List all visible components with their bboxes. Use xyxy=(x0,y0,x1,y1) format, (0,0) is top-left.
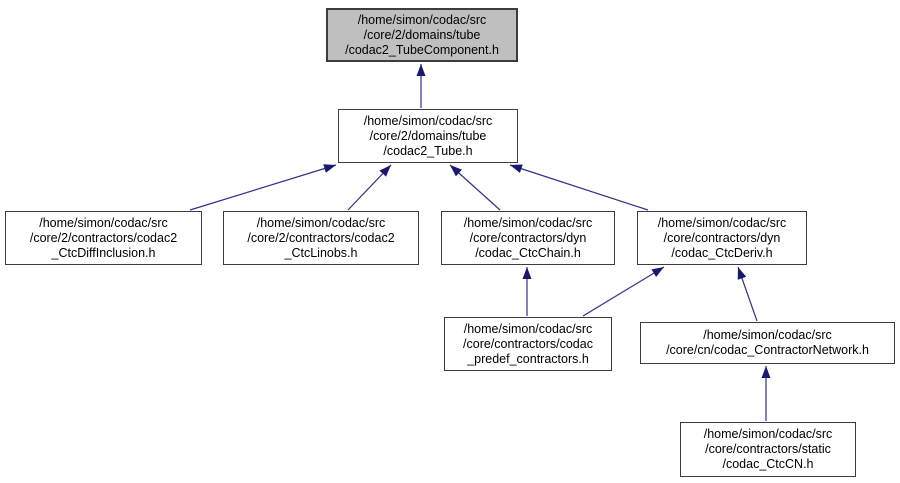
node-label-line: _CtcDiffInclusion.h xyxy=(51,245,156,260)
edge-linobs-to-tube xyxy=(347,164,392,211)
node-label-line: /home/simon/codac/src xyxy=(463,215,593,230)
node-label-line: /home/simon/codac/src xyxy=(703,427,833,441)
node-label-line: /codac2_TubeComponent.h xyxy=(345,42,499,57)
node-codac-ctcchain[interactable]: /home/simon/codac/src /core/contractors/… xyxy=(441,211,615,265)
node-label-line: /core/2/domains/tube xyxy=(369,128,487,143)
node-label-line: /core/2/contractors/codac2 xyxy=(247,230,395,245)
node-codac-predef-contractors[interactable]: /home/simon/codac/src /core/contractors/… xyxy=(444,317,612,371)
node-codac2-ctcdiffinclusion[interactable]: /home/simon/codac/src /core/2/contractor… xyxy=(5,211,202,265)
node-label-line: /core/2/contractors/codac2 xyxy=(29,230,178,245)
node-codac2-tubecomponent[interactable]: /home/simon/codac/src /core/2/domains/tu… xyxy=(326,8,518,62)
edge-network-to-ctcderiv xyxy=(737,266,758,322)
node-label-line: /core/contractors/codac xyxy=(463,336,593,351)
node-label-line: /home/simon/codac/src xyxy=(703,328,832,342)
node-label-line: /core/contractors/dyn xyxy=(663,230,781,245)
node-label-line: /home/simon/codac/src xyxy=(256,215,386,230)
node-label-line: /core/2/domains/tube xyxy=(363,27,481,42)
node-codac-ctccn[interactable]: /home/simon/codac/src /core/contractors/… xyxy=(680,422,856,477)
edge-ctcderiv-to-tube xyxy=(509,164,649,211)
node-label-line: /core/cn/codac_ContractorNetwork.h xyxy=(666,343,869,357)
node-codac2-tube[interactable]: /home/simon/codac/src /core/2/domains/tu… xyxy=(338,109,518,163)
node-label-line: /home/simon/codac/src xyxy=(657,215,787,230)
node-label-line: /home/simon/codac/src xyxy=(363,113,493,128)
node-label-line: /codac_CtcDeriv.h xyxy=(671,245,773,260)
edge-predef-to-ctcderiv xyxy=(582,266,665,317)
node-label-line: /core/contractors/static xyxy=(705,442,831,456)
node-label-line: _CtcLinobs.h xyxy=(284,245,358,260)
node-codac2-ctclinobs[interactable]: /home/simon/codac/src /core/2/contractor… xyxy=(223,211,419,265)
node-label-line: /home/simon/codac/src xyxy=(39,215,168,230)
node-label-line: /codac_CtcChain.h xyxy=(475,245,581,260)
edge-diffinclusion-to-tube xyxy=(189,164,337,211)
edge-ctcchain-to-tube xyxy=(449,164,501,211)
node-label-line: /home/simon/codac/src xyxy=(463,321,593,336)
node-label-line: /codac2_Tube.h xyxy=(383,143,473,158)
node-label-line: /core/contractors/dyn xyxy=(469,230,587,245)
node-label-line: /home/simon/codac/src xyxy=(357,12,487,27)
node-codac-ctcderiv[interactable]: /home/simon/codac/src /core/contractors/… xyxy=(637,211,807,265)
node-codac-contractornetwork[interactable]: /home/simon/codac/src /core/cn/codac_Con… xyxy=(640,322,895,364)
node-label-line: _predef_contractors.h xyxy=(467,351,589,366)
node-label-line: /codac_CtcCN.h xyxy=(722,457,814,471)
